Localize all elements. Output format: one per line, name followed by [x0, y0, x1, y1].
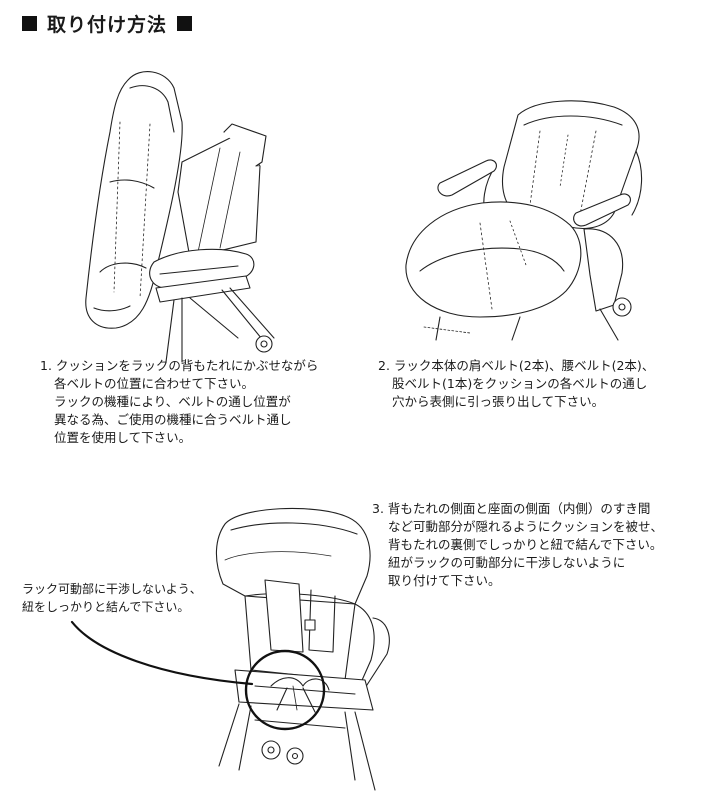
callout-note: ラック可動部に干渉しないよう、 紐をしっかりと結んで下さい。 — [22, 580, 202, 616]
page-heading: 取り付け方法 — [22, 10, 193, 37]
heading-text: 取り付け方法 — [47, 14, 168, 36]
callout-line: ラック可動部に干渉しないよう、 — [22, 582, 202, 596]
step-1-line: 各ベルトの位置に合わせて下さい。 — [54, 376, 255, 391]
step-3-line: 紐がラックの可動部分に干渉しないように — [388, 555, 626, 570]
step-3-instructions: 3. 背もたれの側面と座面の側面（内側）のすき間 など可動部分が隠れるようにクッ… — [372, 500, 663, 590]
step-3-line: 取り付けて下さい。 — [388, 573, 501, 588]
illustration-step-3 — [195, 500, 405, 800]
step-2-line: 穴から表側に引っ張り出して下さい。 — [392, 394, 605, 409]
callout-highlight-circle — [246, 651, 324, 729]
step-3-line: 3. 背もたれの側面と座面の側面（内側）のすき間 — [372, 501, 651, 516]
callout-leader-line — [72, 622, 252, 684]
step-3-line: など可動部分が隠れるようにクッションを被せ、 — [388, 519, 664, 534]
step-1-line: 異なる為、ご使用の機種に合うベルト通し — [54, 412, 292, 427]
step-2-instructions: 2. ラック本体の肩ベルト(2本)、腰ベルト(2本)、 股ベルト(1本)をクッシ… — [378, 357, 654, 411]
step-1-instructions: 1. クッションをラックの背もたれにかぶせながら 各ベルトの位置に合わせて下さい… — [40, 357, 318, 447]
step-3-line: 背もたれの裏側でしっかりと紐で結んで下さい。 — [388, 537, 663, 552]
callout-line: 紐をしっかりと結んで下さい。 — [22, 600, 190, 614]
step-1-line: 位置を使用して下さい。 — [54, 430, 192, 445]
illustration-step-1 — [70, 62, 290, 362]
square-bullet-icon — [22, 16, 37, 31]
step-1-line: 1. クッションをラックの背もたれにかぶせながら — [40, 358, 319, 373]
step-2-line: 2. ラック本体の肩ベルト(2本)、腰ベルト(2本)、 — [378, 358, 655, 373]
step-1-line: ラックの機種により、ベルトの通し位置が — [54, 394, 291, 409]
illustration-step-2 — [400, 95, 660, 340]
square-bullet-icon — [177, 16, 193, 31]
step-2-line: 股ベルト(1本)をクッションの各ベルトの通し — [392, 376, 648, 391]
